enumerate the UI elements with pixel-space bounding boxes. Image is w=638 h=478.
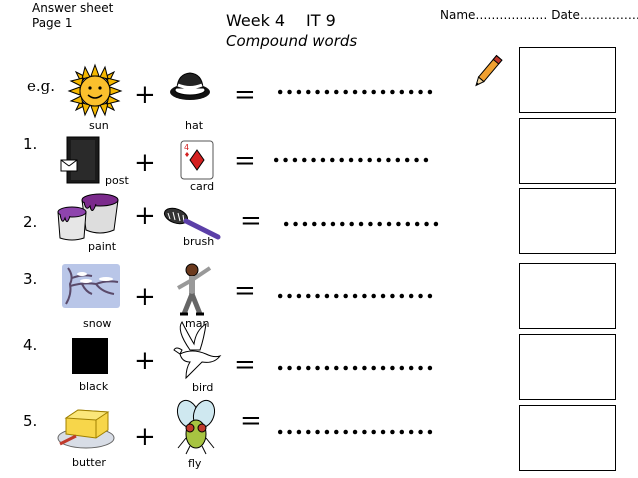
page-subtitle: Compound words	[226, 32, 358, 50]
answer-line-1[interactable]: .................	[272, 139, 432, 168]
left-word-1: post	[105, 174, 129, 187]
equals-sign-5: =	[240, 406, 262, 436]
equals-sign-2: =	[240, 206, 262, 236]
black-square-icon	[72, 338, 108, 374]
answer-box-1[interactable]	[519, 118, 616, 184]
right-word-4: bird	[192, 381, 214, 394]
plus-sign-1: +	[134, 148, 156, 178]
snowy-tree-icon	[62, 264, 120, 308]
name-date-field[interactable]: Name……………… Date…………………	[440, 8, 638, 22]
left-word-eg: sun	[89, 119, 109, 132]
right-word-5: fly	[188, 457, 202, 470]
answer-line-2[interactable]: .................	[282, 203, 442, 232]
butter-dish-icon	[56, 406, 116, 450]
hairbrush-icon	[162, 205, 221, 240]
playing-card-icon: 4	[180, 140, 214, 180]
right-word-2: brush	[183, 235, 215, 248]
equals-sign-3: =	[234, 276, 256, 306]
plus-sign-3: +	[134, 282, 156, 312]
left-word-3: snow	[83, 317, 112, 330]
row-number-eg: e.g.	[27, 77, 56, 95]
answer-sheet-label: Answer sheet	[32, 1, 114, 15]
left-word-4: black	[79, 380, 109, 393]
answer-line-4[interactable]: .................	[276, 347, 436, 376]
answer-box-3[interactable]	[519, 263, 616, 329]
answer-box-eg[interactable]	[519, 47, 616, 113]
left-word-5: butter	[72, 456, 106, 469]
equals-sign-eg: =	[234, 80, 256, 110]
postbox-icon	[60, 136, 102, 184]
hat-icon	[168, 68, 212, 102]
dove-icon	[166, 320, 222, 380]
row-number-1: 1.	[23, 135, 38, 153]
unit-label: IT 9	[306, 11, 336, 30]
plus-sign-eg: +	[134, 80, 156, 110]
right-word-1: card	[190, 180, 215, 193]
answer-line-eg[interactable]: .................	[276, 71, 436, 100]
equals-sign-4: =	[234, 350, 256, 380]
answer-box-4[interactable]	[519, 334, 616, 400]
row-number-2: 2.	[23, 213, 38, 231]
row-number-4: 4.	[23, 336, 38, 354]
plus-sign-4: +	[134, 346, 156, 376]
dancing-man-icon	[170, 262, 216, 318]
pencil-icon	[470, 52, 506, 92]
plus-sign-5: +	[134, 422, 156, 452]
plus-sign-2: +	[134, 201, 156, 231]
paint-pot-icon	[56, 192, 122, 242]
page-number: Page 1	[32, 16, 73, 30]
fly-icon	[170, 399, 222, 456]
row-number-3: 3.	[23, 270, 38, 288]
left-word-2: paint	[88, 240, 117, 253]
svg-text:4: 4	[184, 143, 189, 152]
answer-box-5[interactable]	[519, 405, 616, 471]
row-number-5: 5.	[23, 412, 38, 430]
answer-line-3[interactable]: .................	[276, 275, 436, 304]
answer-box-2[interactable]	[519, 188, 616, 254]
right-word-eg: hat	[185, 119, 204, 132]
equals-sign-1: =	[234, 146, 256, 176]
week-label: Week 4	[226, 11, 286, 30]
answer-line-5[interactable]: .................	[276, 411, 436, 440]
sun-icon	[67, 63, 123, 119]
